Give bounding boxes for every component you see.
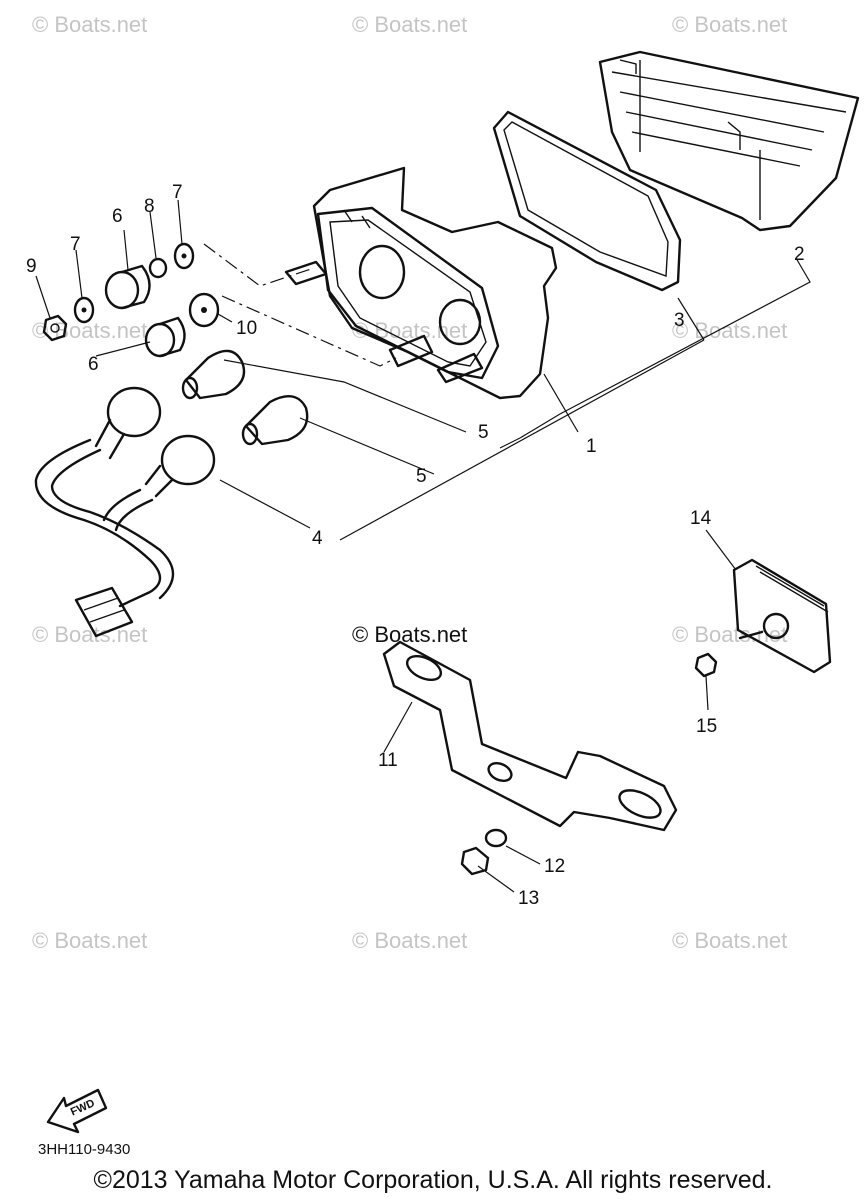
callout-6b: 6 [88, 354, 99, 375]
callout-2: 2 [794, 244, 805, 265]
washer-large [188, 292, 220, 328]
watermark: © Boats.net [672, 928, 787, 953]
callout-11: 11 [378, 750, 398, 771]
watermark: © Boats.net [352, 622, 467, 647]
callout-7b: 7 [172, 182, 183, 203]
license-light [732, 558, 832, 674]
bulb-lower [241, 395, 309, 446]
callout-3: 3 [674, 310, 685, 331]
callouts: 1 2 3 4 5 5 6 6 7 7 8 9 10 11 12 13 14 1… [26, 182, 805, 909]
watermark: © Boats.net [32, 928, 147, 953]
callout-5b: 5 [416, 466, 427, 487]
callout-1: 1 [586, 436, 597, 457]
watermark: © Boats.net [32, 12, 147, 37]
callout-8: 8 [144, 196, 155, 217]
callout-5a: 5 [478, 422, 489, 443]
callout-9: 9 [26, 256, 37, 277]
grommet-lower [144, 316, 186, 358]
callout-7a: 7 [70, 234, 81, 255]
watermark: © Boats.net [32, 318, 147, 343]
callout-10: 10 [236, 318, 257, 339]
watermark: © Boats.net [672, 318, 787, 343]
washer-right [173, 242, 195, 270]
watermark: © Boats.net [352, 318, 467, 343]
diagram-code: 3HH110-9430 [38, 1141, 130, 1158]
screw [484, 828, 508, 848]
collar [148, 257, 168, 279]
lens-gasket [492, 110, 682, 292]
callout-6a: 6 [112, 206, 123, 227]
callout-13: 13 [518, 888, 539, 909]
forward-arrow-icon: FWD [46, 1088, 108, 1134]
watermark: © Boats.net [672, 622, 787, 647]
callout-12: 12 [544, 856, 565, 877]
leader-lines [35, 199, 811, 893]
bulb-upper [181, 349, 246, 400]
watermark: © Boats.net [672, 12, 787, 37]
callout-4: 4 [312, 528, 323, 549]
license-bracket [382, 640, 678, 832]
socket-harness [34, 386, 216, 638]
tail-light-housing [284, 166, 558, 400]
tail-light-lens [598, 50, 860, 232]
grommet-upper [104, 264, 151, 310]
watermark: © Boats.net [352, 12, 467, 37]
callout-15: 15 [696, 716, 717, 737]
nut-small [460, 846, 490, 876]
washer-left [73, 296, 95, 324]
watermarks: © Boats.net © Boats.net © Boats.net © Bo… [32, 12, 787, 953]
watermark: © Boats.net [352, 928, 467, 953]
copyright-notice: ©2013 Yamaha Motor Corporation, U.S.A. A… [93, 1166, 773, 1194]
callout-14: 14 [690, 508, 712, 529]
nut-license-light [694, 652, 718, 678]
nut [42, 314, 68, 342]
